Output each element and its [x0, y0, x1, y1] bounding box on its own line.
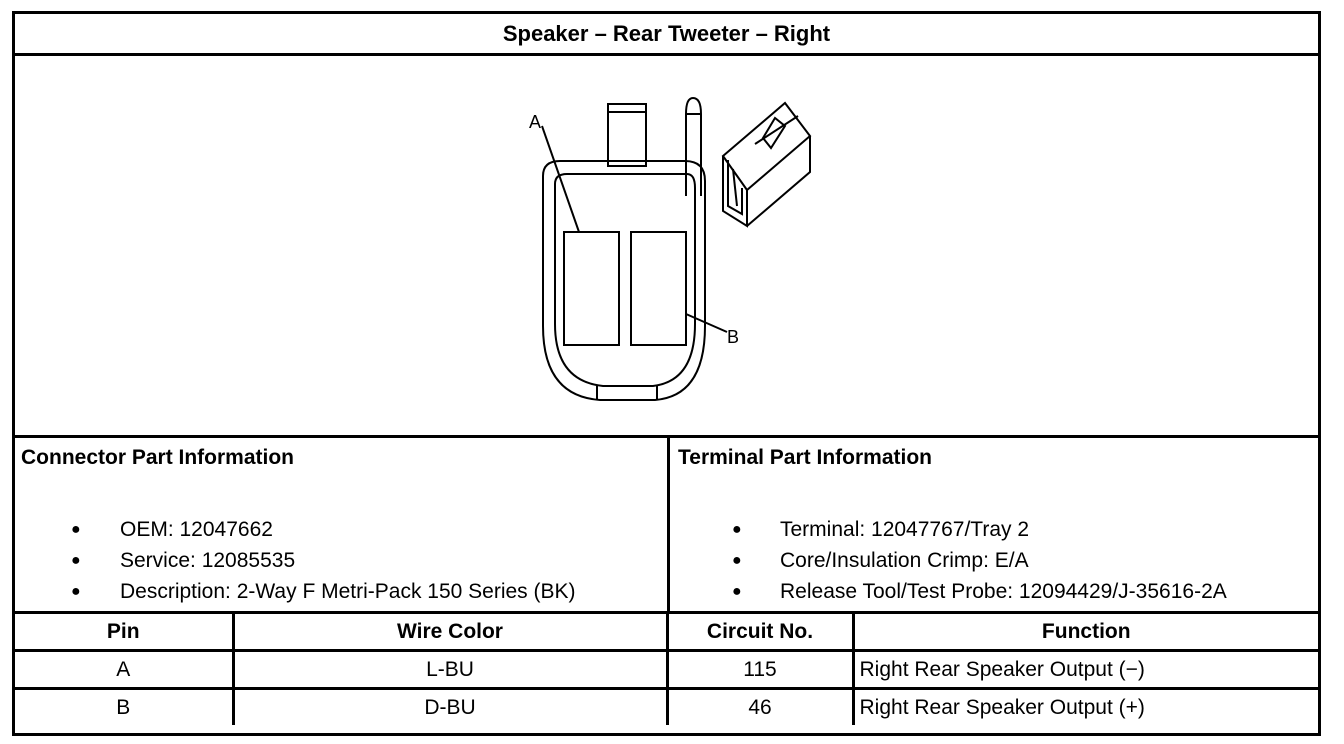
- terminal-detail: [721, 101, 812, 228]
- list-item: ●OEM: 12047662: [15, 514, 667, 545]
- terminal-info-heading: Terminal Part Information: [678, 446, 932, 469]
- cell-wire-color: L-BU: [231, 649, 669, 690]
- bullet-icon: ●: [732, 552, 742, 569]
- cell-circuit-no: 46: [665, 687, 855, 725]
- sheet-title: Speaker – Rear Tweeter – Right: [15, 14, 1318, 56]
- terminal-part-info: Terminal Part Information ●Terminal: 120…: [670, 438, 1318, 611]
- sheet-title-text: Speaker – Rear Tweeter – Right: [502, 20, 831, 46]
- header-circuit-no: Circuit No.: [665, 611, 855, 652]
- cavity-a: [563, 231, 620, 346]
- bullet-icon: ●: [732, 521, 742, 538]
- connector-latch-post: [685, 96, 702, 196]
- list-item: ●Service: 12085535: [15, 545, 667, 576]
- connector-drawing: A B: [529, 96, 812, 401]
- callout-a-line: [541, 125, 580, 233]
- connector-info-heading: Connector Part Information: [21, 446, 295, 469]
- table-row: B D-BU 46 Right Rear Speaker Output (+): [15, 687, 1318, 725]
- header-function: Function: [851, 611, 1318, 652]
- cell-function: Right Rear Speaker Output (+): [851, 687, 1318, 725]
- connector-info-list: ●OEM: 12047662 ●Service: 12085535 ●Descr…: [15, 514, 667, 607]
- connector-illustration: A B: [15, 56, 1318, 438]
- connector-body-outline: [542, 160, 706, 401]
- pin-table: Pin Wire Color Circuit No. Function A L-…: [15, 611, 1318, 725]
- connector-top-tab: [607, 103, 647, 167]
- terminal-info-list: ●Terminal: 12047767/Tray 2 ●Core/Insulat…: [670, 514, 1318, 607]
- cell-wire-color: D-BU: [231, 687, 669, 725]
- cell-pin: B: [15, 687, 235, 725]
- cell-circuit-no: 115: [665, 649, 855, 690]
- connector-part-info: Connector Part Information ●OEM: 1204766…: [15, 438, 670, 611]
- list-item: ●Core/Insulation Crimp: E/A: [670, 545, 1318, 576]
- bullet-icon: ●: [71, 521, 81, 538]
- cell-pin: A: [15, 649, 235, 690]
- list-item: ●Release Tool/Test Probe: 12094429/J-356…: [670, 576, 1318, 607]
- callout-b: B: [727, 327, 739, 347]
- header-pin: Pin: [15, 611, 235, 652]
- header-wire-color: Wire Color: [231, 611, 669, 652]
- table-header-row: Pin Wire Color Circuit No. Function: [15, 611, 1318, 652]
- bullet-icon: ●: [71, 583, 81, 600]
- cell-function: Right Rear Speaker Output (−): [851, 649, 1318, 690]
- callout-a: A: [529, 112, 541, 132]
- cavity-b: [630, 231, 687, 346]
- connector-body-inner: [554, 173, 696, 387]
- bullet-icon: ●: [732, 583, 742, 600]
- table-row: A L-BU 115 Right Rear Speaker Output (−): [15, 649, 1318, 690]
- list-item: ●Terminal: 12047767/Tray 2: [670, 514, 1318, 545]
- list-item: ●Description: 2-Way F Metri-Pack 150 Ser…: [15, 576, 667, 607]
- bullet-icon: ●: [71, 552, 81, 569]
- callout-b-line: [685, 313, 728, 333]
- connector-sheet: Speaker – Rear Tweeter – Right: [12, 11, 1321, 736]
